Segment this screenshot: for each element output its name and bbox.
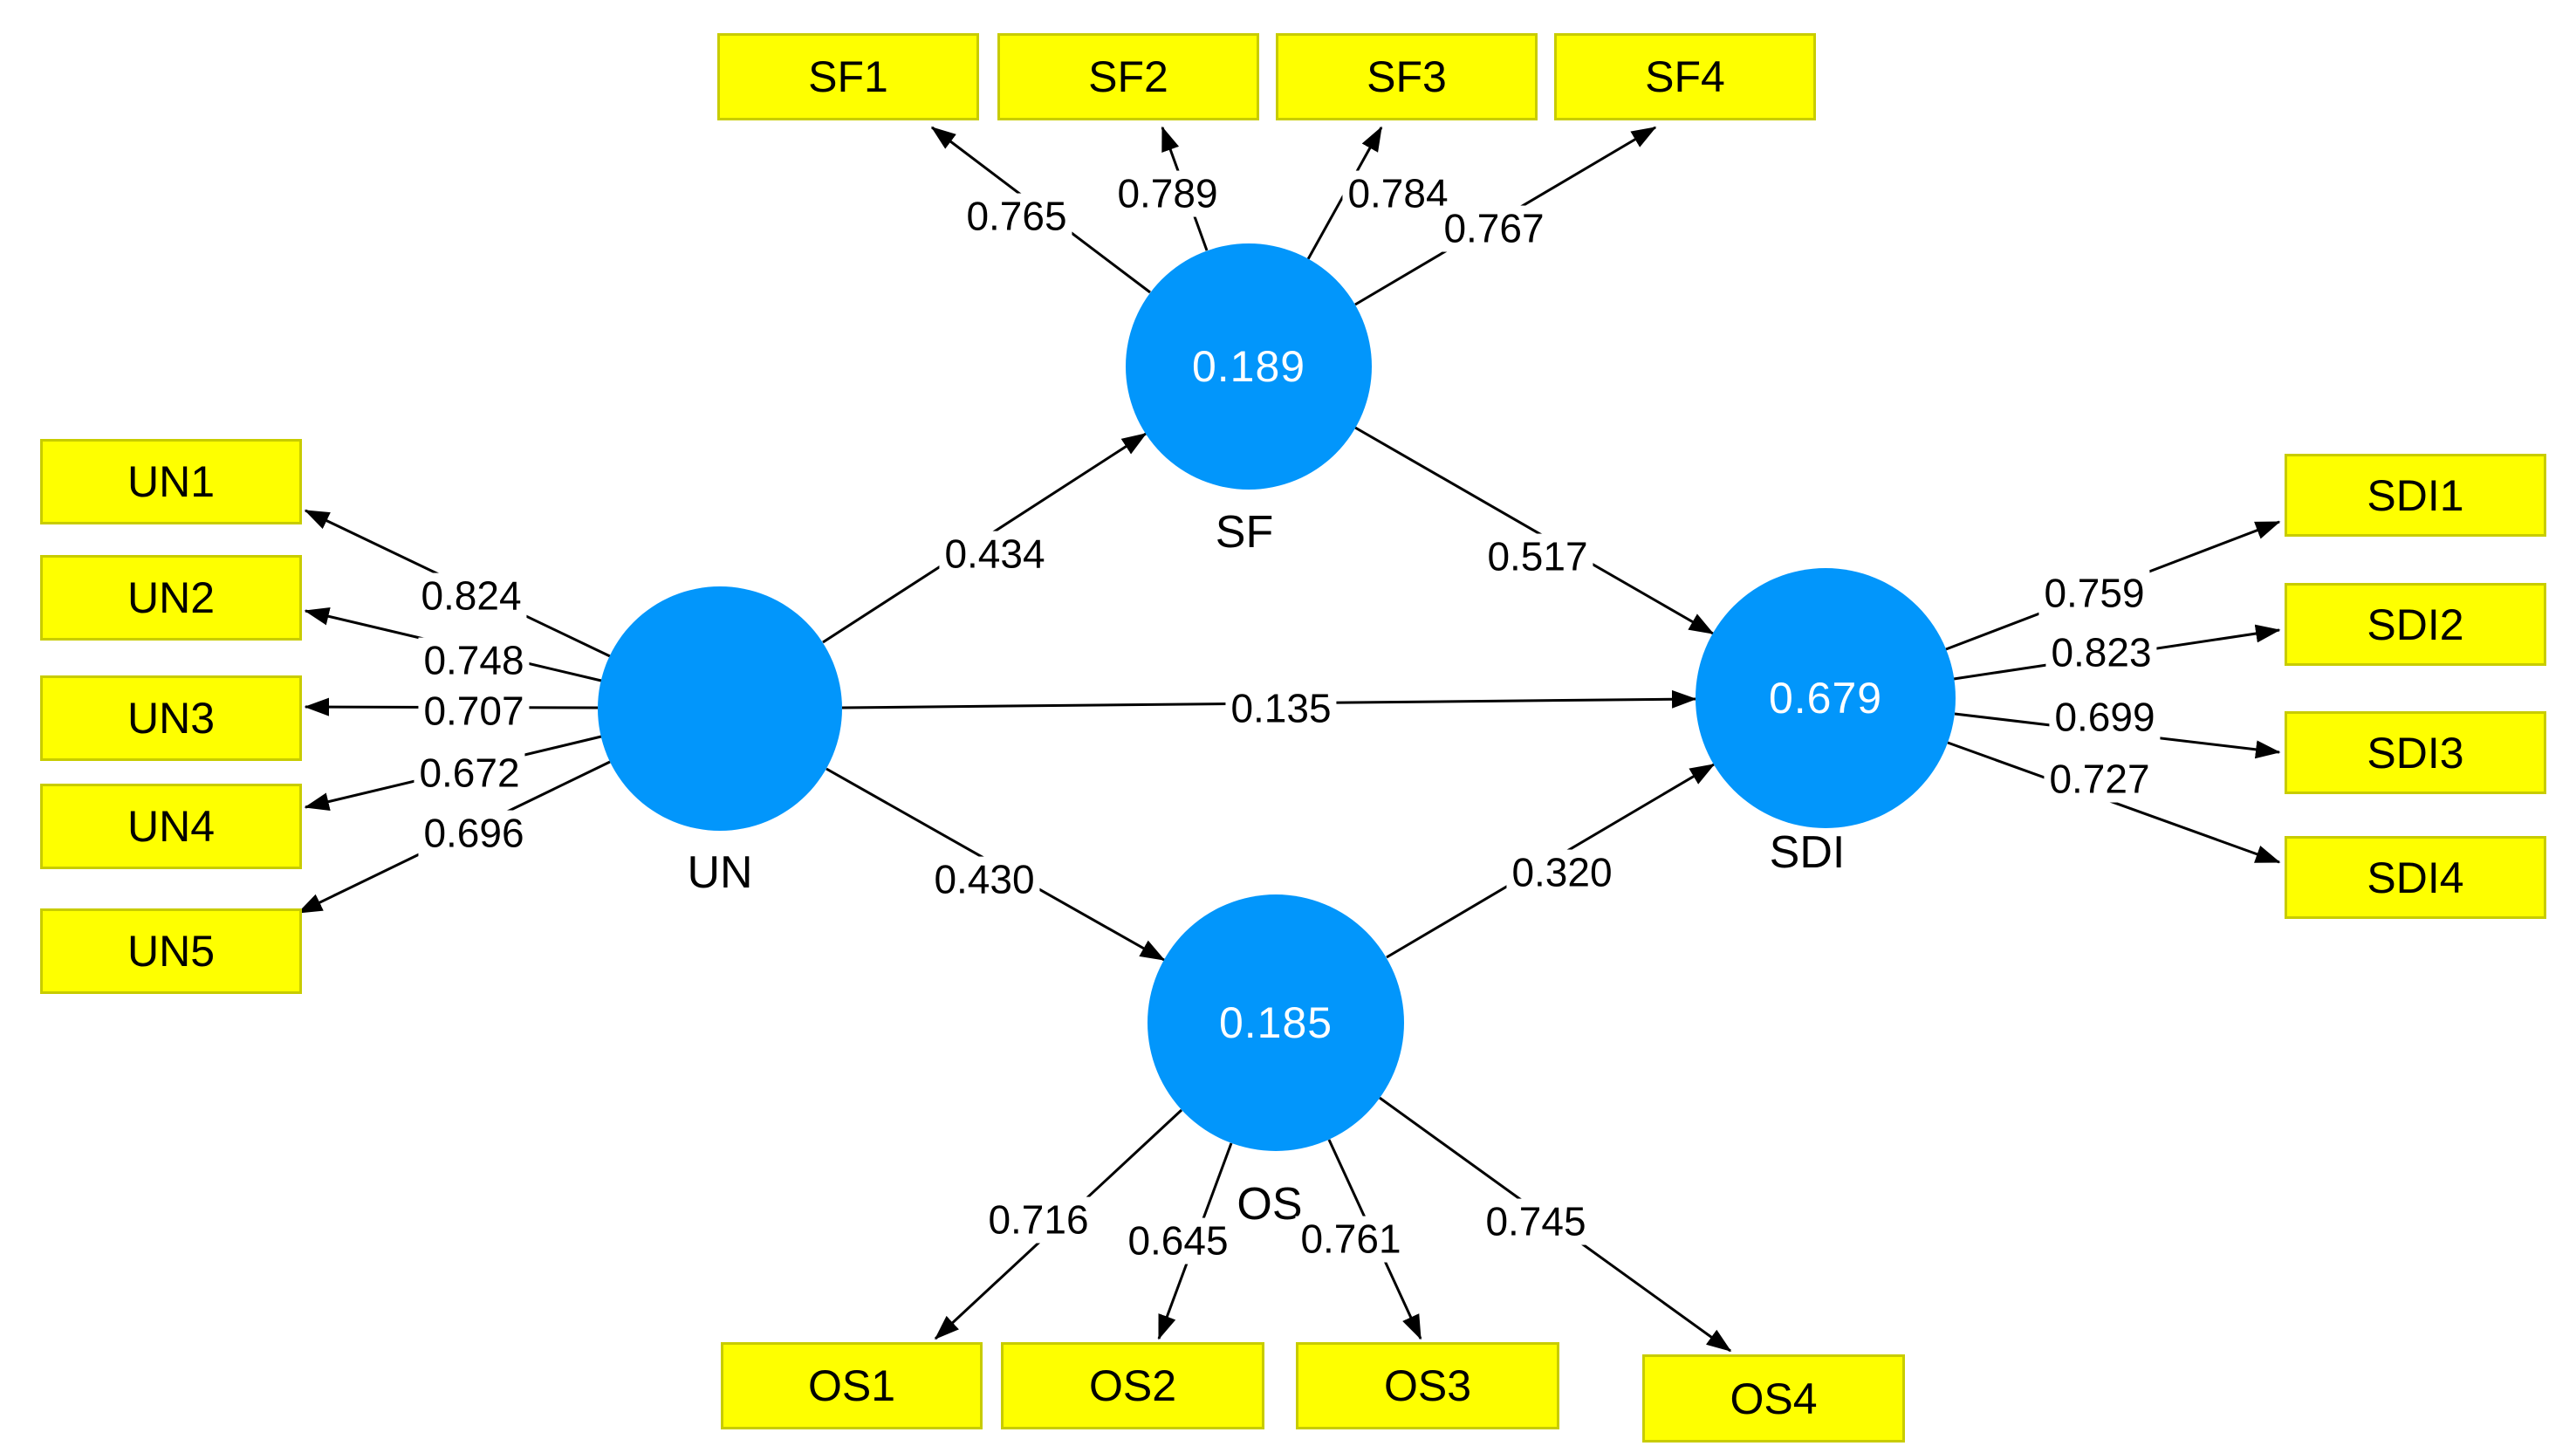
latent-SF[interactable]: 0.189	[1126, 243, 1372, 490]
latent-name-SF: SF	[1215, 507, 1274, 558]
indicator-SDI4[interactable]: SDI4	[2285, 836, 2546, 919]
arrow-SDI-SDI4[interactable]	[1947, 741, 2281, 864]
loading-SF-SF3: 0.784	[1342, 170, 1454, 217]
loading-OS-OS3: 0.761	[1295, 1216, 1407, 1263]
indicator-UN1[interactable]: UN1	[40, 439, 302, 524]
latent-name-SDI: SDI	[1769, 827, 1846, 878]
latent-r2-SF: 0.189	[1191, 342, 1306, 391]
loading-OS-OS4: 0.745	[1480, 1198, 1592, 1245]
coef-UN-SDI: 0.135	[1225, 685, 1337, 732]
arrow-SF-SDI[interactable]	[1354, 426, 1715, 635]
coef-UN-SF: 0.434	[939, 531, 1051, 578]
coef-UN-OS: 0.430	[928, 856, 1040, 903]
loading-UN-UN2: 0.748	[418, 637, 530, 684]
loading-OS-OS2: 0.645	[1122, 1217, 1234, 1264]
latent-UN[interactable]	[598, 586, 842, 831]
indicator-label-UN5: UN5	[127, 927, 216, 976]
loading-SDI-SDI4: 0.727	[2044, 756, 2155, 803]
latent-name-OS: OS	[1237, 1179, 1303, 1230]
indicator-UN2[interactable]: UN2	[40, 555, 302, 641]
indicator-label-SDI1: SDI1	[2367, 470, 2464, 520]
indicator-label-OS4: OS4	[1730, 1374, 1818, 1423]
indicator-label-OS2: OS2	[1088, 1361, 1177, 1410]
indicator-label-SDI3: SDI3	[2367, 728, 2464, 778]
indicator-OS3[interactable]: OS3	[1296, 1342, 1559, 1429]
latent-r2-SDI: 0.679	[1768, 674, 1883, 723]
loading-UN-UN4: 0.672	[414, 750, 525, 797]
indicator-label-SDI4: SDI4	[2367, 853, 2464, 902]
indicator-SF4[interactable]: SF4	[1554, 33, 1816, 120]
indicator-OS2[interactable]: OS2	[1001, 1342, 1264, 1429]
indicator-SF1[interactable]: SF1	[717, 33, 979, 120]
coef-SF-SDI: 0.517	[1482, 533, 1593, 580]
indicator-UN3[interactable]: UN3	[40, 675, 302, 761]
loading-SF-SF4: 0.767	[1438, 205, 1550, 252]
indicator-SF3[interactable]: SF3	[1276, 33, 1538, 120]
loading-SDI-SDI2: 0.823	[2045, 629, 2157, 676]
indicator-OS4[interactable]: OS4	[1642, 1354, 1905, 1443]
loading-SDI-SDI1: 0.759	[2038, 570, 2150, 617]
indicator-label-SF2: SF2	[1088, 52, 1168, 101]
indicator-SDI2[interactable]: SDI2	[2285, 583, 2546, 666]
indicator-SDI1[interactable]: SDI1	[2285, 454, 2546, 537]
indicator-label-UN3: UN3	[127, 694, 216, 743]
indicator-label-SF1: SF1	[808, 52, 888, 101]
indicator-UN5[interactable]: UN5	[40, 908, 302, 994]
indicator-label-OS3: OS3	[1383, 1361, 1472, 1410]
indicator-OS1[interactable]: OS1	[721, 1342, 983, 1429]
loading-UN-UN5: 0.696	[418, 810, 530, 857]
loading-SDI-SDI3: 0.699	[2049, 694, 2161, 741]
loading-UN-UN1: 0.824	[415, 572, 527, 620]
indicator-SF2[interactable]: SF2	[997, 33, 1259, 120]
indicator-label-SDI2: SDI2	[2367, 600, 2464, 649]
latent-OS[interactable]: 0.185	[1148, 894, 1404, 1151]
indicator-label-UN4: UN4	[127, 802, 216, 851]
indicator-label-UN2: UN2	[127, 573, 216, 622]
loading-UN-UN3: 0.707	[418, 688, 530, 735]
loading-SF-SF1: 0.765	[961, 193, 1072, 240]
latent-SDI[interactable]: 0.679	[1696, 568, 1956, 828]
latent-name-UN: UN	[687, 847, 753, 898]
indicator-SDI3[interactable]: SDI3	[2285, 711, 2546, 794]
indicator-label-SF4: SF4	[1645, 52, 1725, 101]
indicator-label-UN1: UN1	[127, 457, 216, 506]
indicator-label-OS1: OS1	[807, 1361, 896, 1410]
indicator-label-SF3: SF3	[1367, 52, 1447, 101]
loading-OS-OS1: 0.716	[983, 1196, 1094, 1244]
loading-SF-SF2: 0.789	[1112, 170, 1223, 217]
coef-OS-SDI: 0.320	[1506, 849, 1618, 896]
latent-r2-OS: 0.185	[1218, 998, 1333, 1047]
indicator-UN4[interactable]: UN4	[40, 784, 302, 869]
